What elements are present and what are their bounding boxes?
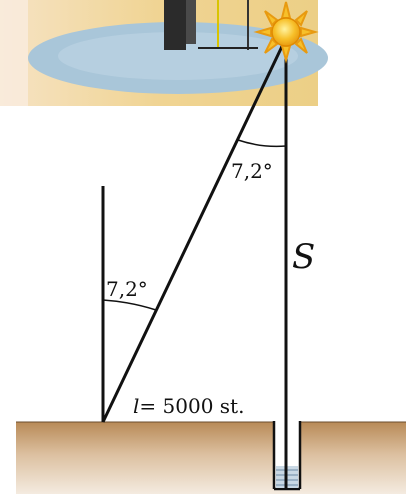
symbol-s: S [292,237,315,277]
ground [16,421,406,494]
angle-arc-top [237,139,287,148]
distance-value: = 5000 st. [139,394,244,418]
sun-icon [253,1,319,64]
distance-label: l= 5000 st. [133,394,244,418]
angle-label-pole: 7,2° [106,277,148,301]
angle-label-top: 7,2° [231,159,273,183]
well-pillar [164,0,186,50]
angle-arc-pole [102,299,157,311]
sun-ray-slanted [101,37,288,423]
distance-symbol: l [133,394,139,418]
